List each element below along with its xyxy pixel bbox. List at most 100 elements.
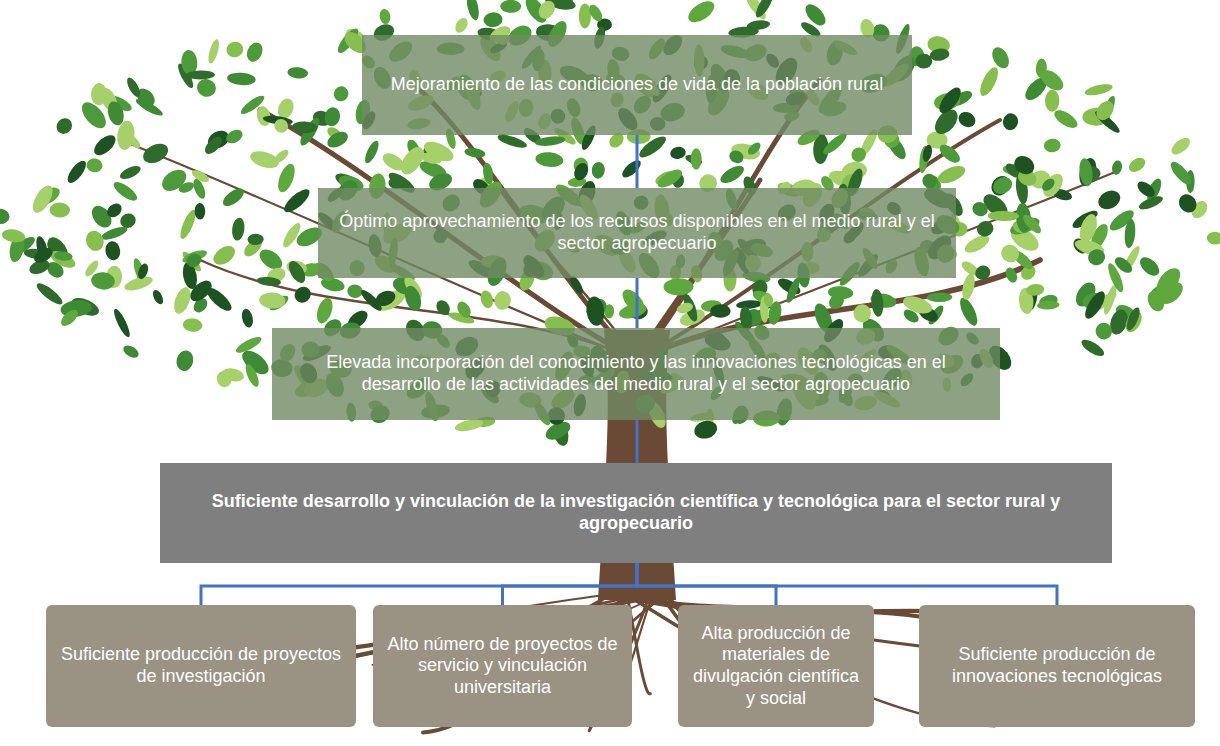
connector-line xyxy=(637,563,776,605)
leaf xyxy=(421,138,456,166)
leaf xyxy=(206,38,221,64)
leaf xyxy=(54,251,73,262)
leaf xyxy=(455,299,474,320)
leaf xyxy=(535,135,566,148)
leaf xyxy=(240,308,254,329)
leaf xyxy=(314,296,335,325)
leaf xyxy=(1124,306,1142,332)
text-group: Alto número de proyectos de servicio y v… xyxy=(383,634,622,699)
leaf xyxy=(281,186,313,216)
leaf xyxy=(1175,191,1200,216)
leaf xyxy=(1124,219,1137,249)
leaf xyxy=(184,251,204,270)
leaf xyxy=(90,271,115,290)
leaf xyxy=(397,143,428,178)
leaf xyxy=(1135,178,1158,199)
leaf xyxy=(1,228,26,244)
leaf xyxy=(194,203,205,220)
leaf xyxy=(1084,82,1114,97)
leaf xyxy=(482,162,495,185)
leaf xyxy=(1169,135,1193,158)
leaf xyxy=(225,40,245,59)
leaf xyxy=(827,285,853,300)
leaf xyxy=(989,44,1013,71)
leaf xyxy=(231,217,246,241)
leaf xyxy=(970,200,990,218)
box-label: Suficiente producción de innovaciones te… xyxy=(929,644,1185,687)
leaf xyxy=(140,140,171,167)
leaf xyxy=(194,76,218,99)
leaf xyxy=(1040,176,1057,193)
leaf xyxy=(1037,300,1060,310)
leaf xyxy=(663,278,693,296)
central-objective-box: Suficiente desarrollo y vinculación de l… xyxy=(160,463,1112,563)
leaf xyxy=(49,202,70,218)
leaf xyxy=(1086,247,1108,268)
leaf xyxy=(848,144,868,165)
leaf xyxy=(53,115,75,137)
box-label: Alta producción de materiales de divulga… xyxy=(688,623,864,709)
leaf xyxy=(988,211,1020,222)
leaf xyxy=(1025,283,1045,296)
leaf xyxy=(763,292,774,308)
leaf xyxy=(479,289,495,309)
leaf xyxy=(727,148,745,165)
leaf xyxy=(1081,288,1108,321)
leaf xyxy=(691,148,702,169)
leaf xyxy=(291,283,314,305)
leaf xyxy=(186,70,215,80)
leaf xyxy=(347,284,363,298)
leaf xyxy=(286,258,309,285)
leaf xyxy=(1095,187,1123,213)
leaf xyxy=(256,276,281,287)
leaf xyxy=(870,289,884,317)
leaf xyxy=(34,280,65,307)
leaf xyxy=(977,65,1002,99)
leaf xyxy=(136,262,150,280)
leaf xyxy=(853,304,872,324)
leaf xyxy=(1011,152,1038,178)
leaf xyxy=(271,116,291,136)
leaf xyxy=(1093,98,1118,124)
leaf xyxy=(1051,107,1080,132)
connector-line xyxy=(201,563,637,605)
leaf xyxy=(927,292,953,302)
leaf xyxy=(121,343,141,360)
leaf xyxy=(134,96,165,118)
box-label: Suficiente producción de proyectos de in… xyxy=(56,644,346,687)
leaf xyxy=(975,219,996,239)
leaf xyxy=(272,148,291,166)
leaf xyxy=(1001,112,1019,132)
text-group: Mejoramiento de las condiciones de vida … xyxy=(391,74,883,96)
leaf xyxy=(331,84,351,105)
leaf xyxy=(973,263,993,282)
leaf xyxy=(220,185,247,209)
box-label: Óptimo aprovechamiento de los recursos d… xyxy=(332,211,942,254)
leaf xyxy=(1207,232,1220,245)
leaf xyxy=(32,245,56,266)
leaf xyxy=(234,334,264,356)
box-label: Alto número de proyectos de servicio y v… xyxy=(383,634,622,699)
text-group: Elevada incorporación del conocimiento y… xyxy=(286,352,986,395)
box-label: Suficiente desarrollo y vinculación de l… xyxy=(176,491,1096,534)
leaf xyxy=(104,240,121,261)
leaf xyxy=(151,288,165,306)
leaf xyxy=(936,84,965,116)
leaf xyxy=(937,141,963,166)
leaf xyxy=(86,157,104,173)
leaf xyxy=(202,134,225,157)
objective-box: Elevada incorporación del conocimiento y… xyxy=(272,328,1000,420)
leaf xyxy=(535,0,558,22)
means-box: Alta producción de materiales de divulga… xyxy=(678,605,874,727)
leaf xyxy=(500,0,521,13)
leaf xyxy=(483,11,503,28)
leaf xyxy=(746,140,763,157)
leaf xyxy=(685,0,718,26)
leaf xyxy=(669,146,687,161)
leaf xyxy=(676,301,695,315)
connector-line xyxy=(503,563,638,605)
leaf xyxy=(1095,322,1114,341)
leaf xyxy=(111,307,132,339)
leaf xyxy=(111,179,140,204)
